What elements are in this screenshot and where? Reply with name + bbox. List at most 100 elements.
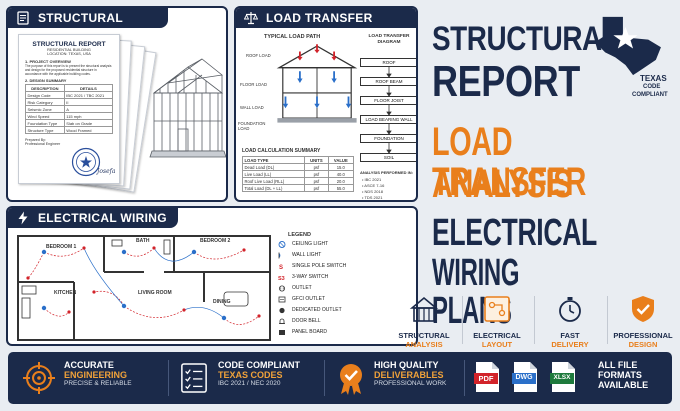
- feature-code-compliant: CODE COMPLIANT TEXAS CODES IBC 2021 / NE…: [218, 360, 300, 387]
- stopwatch-icon: [559, 297, 581, 322]
- legend-item: PANEL BOARD: [278, 328, 327, 337]
- bar-divider: [324, 360, 325, 396]
- wiring-icon: [484, 296, 510, 322]
- ceiling-light-icon: [278, 241, 286, 248]
- room-label: BATH: [136, 238, 150, 244]
- calc-title: LOAD CALCULATION SUMMARY: [242, 148, 321, 154]
- structural-report-card: STRUCTURAL REPORT STRUCTURAL REPORT RESI…: [6, 6, 228, 202]
- gfci-outlet-icon: [278, 296, 286, 303]
- flow-step: FOUNDATION: [360, 134, 416, 143]
- service-label: PROFESSIONAL: [613, 331, 673, 340]
- label-foundation-load: FOUNDATION LOAD: [238, 121, 266, 131]
- file-label: XLSX: [553, 374, 571, 381]
- panel-board-icon: [279, 330, 285, 335]
- flow-step: ROOF: [360, 58, 416, 67]
- bottom-feature-bar: ACCURATE ENGINEERING PRECISE & RELIABLE …: [8, 352, 672, 404]
- doc-title: STRUCTURAL REPORT: [32, 41, 106, 48]
- three-way-switch-icon: S3: [278, 276, 285, 281]
- floor-plan: [17, 235, 271, 341]
- service-divider: [607, 296, 608, 344]
- table-header: UNITS: [304, 156, 329, 164]
- checklist-icon: [181, 363, 207, 393]
- file-label: DWG: [515, 374, 533, 381]
- prepared-name: Professional Engineer: [25, 142, 61, 146]
- diagram-title: LOAD TRANSFER DIAGRAM: [368, 34, 410, 45]
- lightning-icon: [18, 211, 28, 225]
- svg-text:S: S: [279, 265, 283, 270]
- service-label: ELECTRICAL: [473, 331, 521, 340]
- table-header: DETAILS: [63, 84, 114, 92]
- service-sublabel: DESIGN: [628, 340, 658, 349]
- feature-all-formats: ALL FILE FORMATS AVAILABLE: [598, 360, 649, 390]
- flow-diagram: ROOF ROOF BEAM FLOOR JOIST LOAD BEARING …: [360, 58, 416, 168]
- document-icon: [17, 11, 29, 25]
- load-transfer-card: LOAD TRANSFER ANALYSIS TYPICAL LOAD PATH…: [234, 6, 418, 202]
- service-sublabel: DELIVERY: [551, 340, 589, 349]
- service-sublabel: ANALYSIS: [405, 340, 443, 349]
- texas-star-icon: [595, 16, 661, 76]
- service-sublabel: LAYOUT: [481, 340, 513, 349]
- service-divider: [534, 296, 535, 344]
- svg-text:S3: S3: [278, 276, 285, 281]
- room-label: BEDROOM 2: [200, 238, 231, 244]
- headline-load-transfer: LOAD TRANSFER: [432, 120, 586, 204]
- service-label: STRUCTURAL: [398, 331, 450, 340]
- analysis-item: • ASCE 7-16: [362, 183, 385, 188]
- service-fast-delivery: FAST DELIVERY: [540, 294, 600, 349]
- headline-electrical: ELECTRICAL: [432, 212, 597, 254]
- load-path-title: TYPICAL LOAD PATH: [264, 34, 321, 40]
- room-label: DINING: [213, 299, 231, 305]
- service-electrical-layout: ELECTRICAL LAYOUT: [467, 294, 527, 349]
- file-label: PDF: [478, 374, 494, 383]
- room-label: LIVING ROOM: [138, 290, 172, 296]
- legend-title: LEGEND: [288, 232, 311, 238]
- flow-step: SOIL: [360, 153, 416, 162]
- analysis-item: • TDS 2021: [362, 195, 383, 200]
- electrical-wiring-title: ELECTRICAL WIRING PLAN: [38, 211, 167, 245]
- doc-overview: The purpose of this report is to present…: [25, 64, 112, 76]
- doc-sub2: LOCATION: TEXAS, USA: [47, 52, 91, 56]
- label-floor-load: FLOOR LOAD: [240, 82, 267, 87]
- analysis-item: • IBC 2021: [362, 177, 382, 182]
- xlsx-file-icon: XLSX: [550, 361, 576, 393]
- bar-divider: [168, 360, 169, 396]
- legend-item: CEILING LIGHT: [278, 240, 328, 249]
- prepared-by: Prepared By:: [25, 138, 46, 142]
- load-transfer-header: LOAD TRANSFER ANALYSIS: [236, 8, 416, 45]
- table-header: DESCRIPTION: [25, 84, 65, 92]
- bar-divider: [464, 360, 465, 396]
- electrical-wiring-card: ELECTRICAL WIRING PLAN: [6, 206, 418, 346]
- dedicated-outlet-icon: [279, 307, 285, 314]
- pdf-file-icon: PDF: [474, 361, 500, 393]
- compliant-label: COMPLIANT: [632, 92, 668, 98]
- quality-badge-icon: [340, 364, 362, 395]
- service-professional-design: PROFESSIONAL DESIGN: [613, 294, 673, 349]
- outlet-icon: [279, 285, 285, 292]
- flow-step: LOAD BEARING WALL: [360, 115, 416, 124]
- signature: Josefa: [97, 168, 116, 175]
- structural-report-header: STRUCTURAL REPORT: [8, 8, 168, 45]
- room-label: BEDROOM 1: [46, 244, 77, 250]
- headline-report: REPORT: [432, 57, 580, 106]
- report-paper: STRUCTURAL REPORT RESIDENTIAL BUILDING L…: [18, 34, 120, 184]
- scale-icon: [244, 12, 258, 25]
- room-label: KITCHEN: [54, 290, 77, 296]
- legend-item: WALL LIGHT: [278, 251, 321, 260]
- doc-sub1: RESIDENTIAL BUILDING: [47, 48, 91, 52]
- load-transfer-title: LOAD TRANSFER ANALYSIS: [266, 11, 373, 45]
- flow-step: ROOF BEAM: [360, 77, 416, 86]
- label-roof-load: ROOF LOAD: [246, 53, 271, 58]
- flow-arrows: [386, 67, 392, 154]
- load-path-diagram: [276, 44, 358, 123]
- file-shape: [474, 362, 499, 392]
- dwg-file-icon: DWG: [512, 361, 538, 393]
